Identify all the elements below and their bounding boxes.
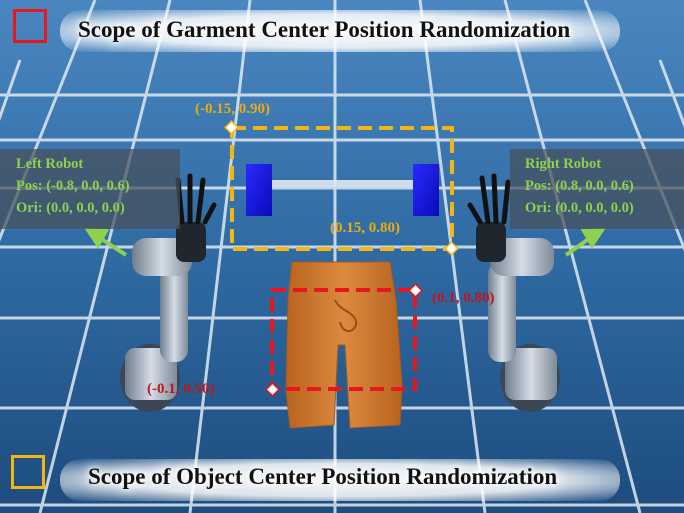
left-robot-pos: Pos: (-0.8, 0.0, 0.6) <box>16 178 130 194</box>
legend-glow-bottom <box>60 459 620 501</box>
garment-waist-fold <box>334 299 358 333</box>
right-robot-info: Right Robot Pos: (0.8, 0.0, 0.6) Ori: (0… <box>510 149 684 229</box>
object-scope-rect <box>230 126 454 251</box>
object-scope-bottom-right-coord: (0.15, 0.80) <box>330 220 400 236</box>
garment-scope-legend-label: Scope of Garment Center Position Randomi… <box>78 17 571 42</box>
garment-scope-legend: Scope of Garment Center Position Randomi… <box>0 7 684 53</box>
garment-scope-corner-tr <box>408 283 423 298</box>
legend-glow-top <box>60 10 620 52</box>
left-robot-arrow <box>84 227 128 257</box>
right-robot-title: Right Robot <box>525 156 602 172</box>
garment-scope-top-right-coord: (0.1, 0.80) <box>432 290 495 306</box>
right-robot-arrow <box>564 227 606 257</box>
object-bar <box>268 180 416 187</box>
object-left-cube <box>246 164 272 216</box>
garment-scope-corner-bl <box>265 382 280 397</box>
garment-scope-rect <box>270 288 417 391</box>
left-robot-title: Left Robot <box>16 156 84 172</box>
right-robot-pos: Pos: (0.8, 0.0, 0.6) <box>525 178 634 194</box>
object-scope-legend: Scope of Object Center Position Randomiz… <box>0 455 684 501</box>
object-scope-legend-swatch <box>11 455 45 489</box>
object-scope-top-left-coord: (-0.15, 0.90) <box>195 101 270 117</box>
object-scope-legend-label: Scope of Object Center Position Randomiz… <box>88 464 558 489</box>
garment-scope-legend-swatch <box>13 9 47 43</box>
left-robot-ori: Ori: (0.0, 0.0, 0.0) <box>16 200 125 216</box>
object-right-cube <box>413 164 439 216</box>
left-robot-info: Left Robot Pos: (-0.8, 0.0, 0.6) Ori: (0… <box>0 149 180 229</box>
garment-scope-bottom-left-coord: (-0.1, 0.50) <box>147 381 215 397</box>
right-robot-arm <box>467 173 560 412</box>
left-robot-arm <box>120 173 217 412</box>
object-scope-corner-tl <box>224 120 239 135</box>
object-scope-corner-br <box>444 241 459 256</box>
right-robot-ori: Ori: (0.0, 0.0, 0.0) <box>525 200 634 216</box>
